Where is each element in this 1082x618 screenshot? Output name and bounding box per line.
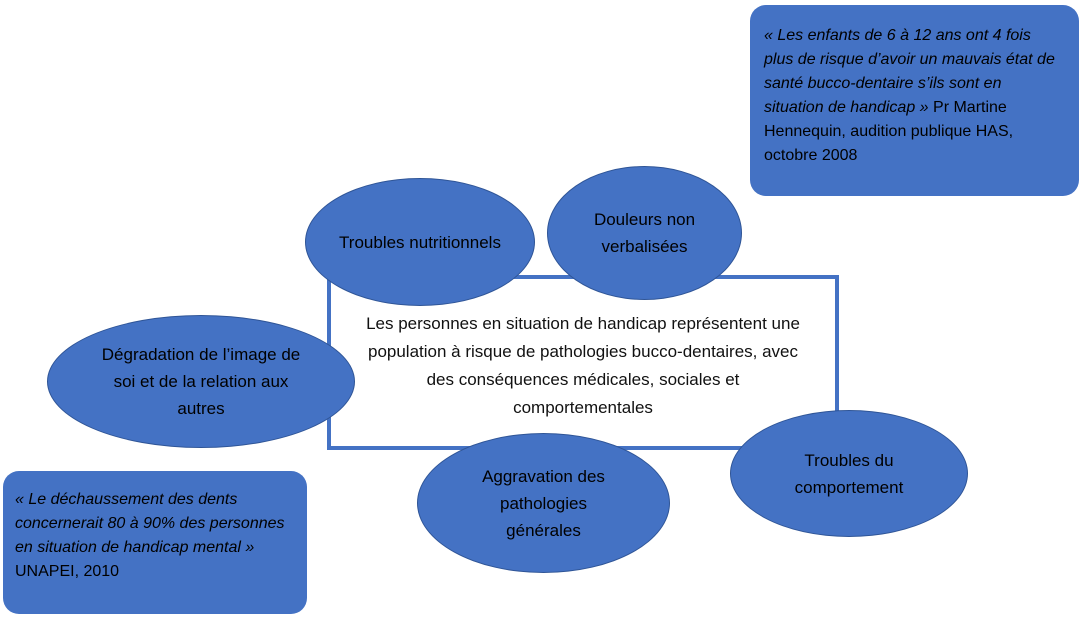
quote-note-top-right: « Les enfants de 6 à 12 ans ont 4 fois p… [750, 5, 1079, 196]
quote-text: « Le déchaussement des dents concernerai… [15, 491, 285, 556]
node-aggravation-label: Aggravation des pathologies générales [482, 466, 605, 540]
node-aggravation-pathologies: Aggravation des pathologies générales [417, 433, 670, 573]
quote-note-bottom-left: « Le déchaussement des dents concernerai… [3, 471, 307, 614]
node-degradation-label: Dégradation de l’image de soi et de la r… [101, 345, 301, 418]
node-douleurs-non-verbalisees: Douleurs non verbalisées [547, 166, 742, 300]
central-statement-text: Les personnes en situation de handicap r… [366, 313, 800, 417]
quote-source: Pr Martine Hennequin, audition publique … [764, 99, 1014, 164]
quote-text: « Les enfants de 6 à 12 ans ont 4 fois p… [764, 27, 1055, 116]
node-troubles-nutritionnels-label: Troubles nutritionnels [339, 232, 501, 252]
node-troubles-comportement: Troubles du comportement [730, 410, 968, 537]
node-troubles-comportement-label: Troubles du comportement [794, 450, 904, 497]
node-degradation-image-de-soi: Dégradation de l’image de soi et de la r… [47, 315, 355, 448]
central-statement-box: Les personnes en situation de handicap r… [327, 275, 839, 450]
quote-source: UNAPEI, 2010 [15, 563, 120, 580]
node-douleurs-label: Douleurs non verbalisées [593, 210, 696, 256]
node-troubles-nutritionnels: Troubles nutritionnels [305, 178, 535, 306]
